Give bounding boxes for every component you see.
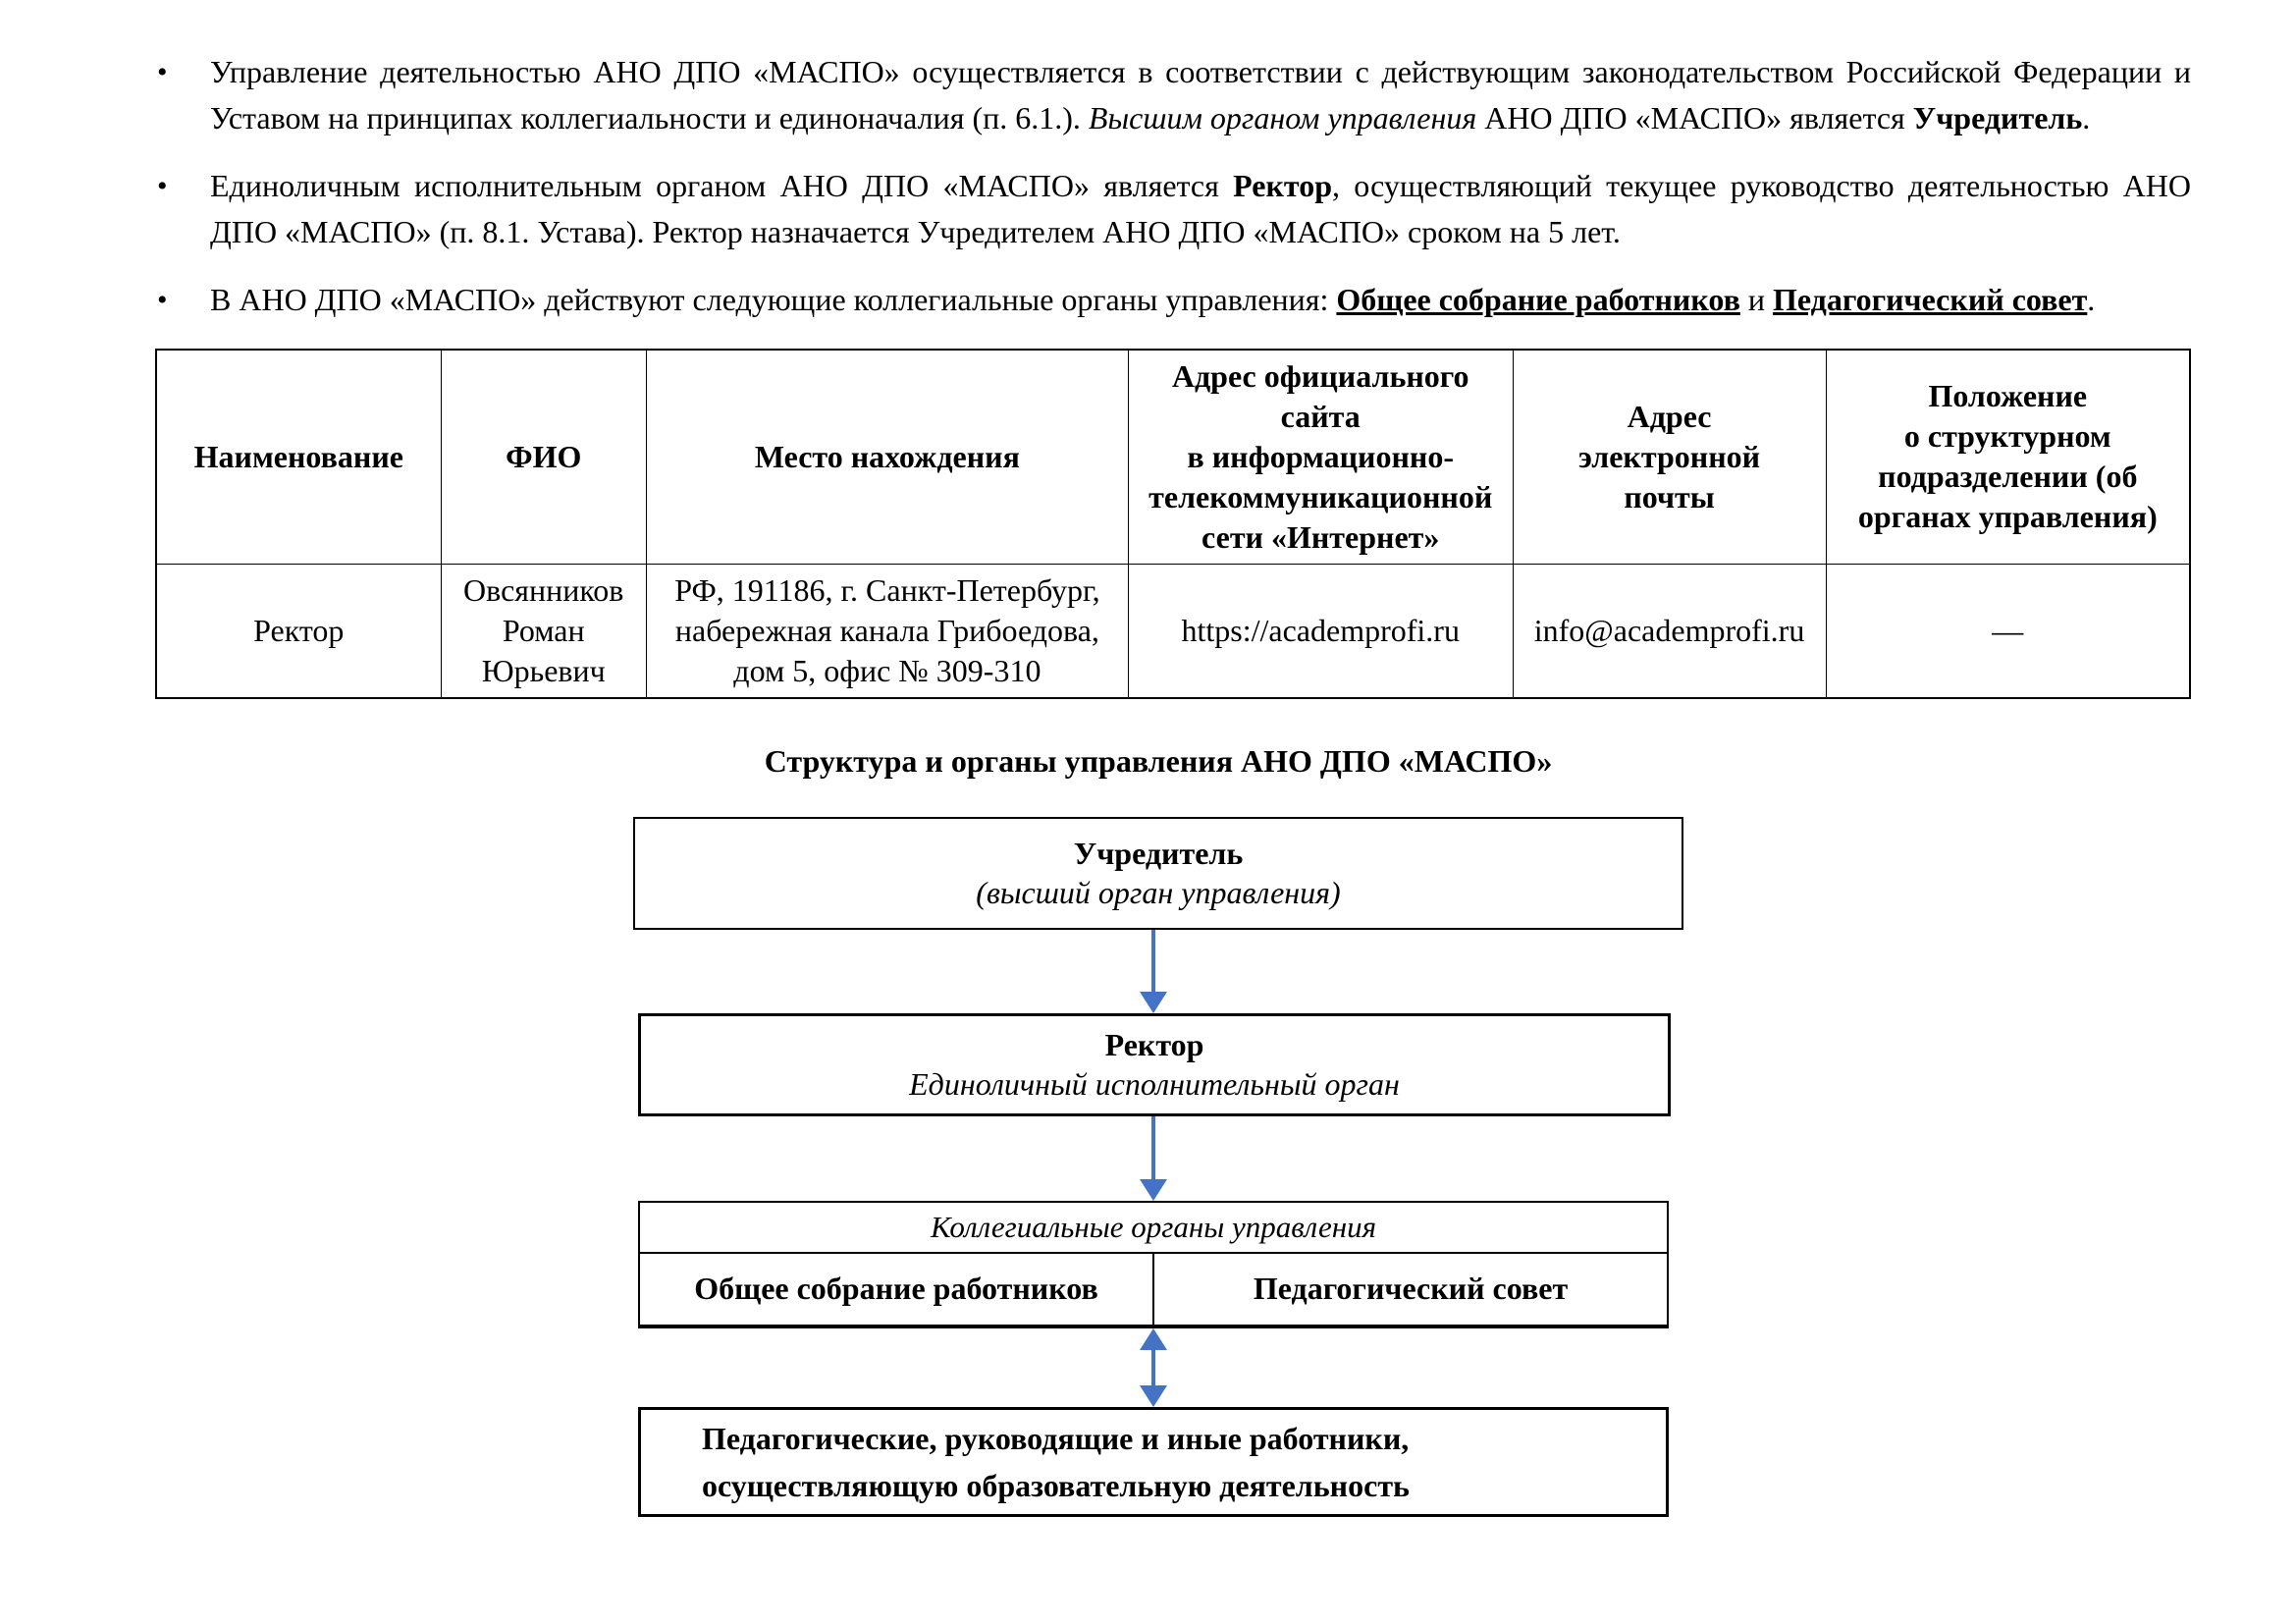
bullet-text-collegial: В АНО ДПО «МАСПО» действуют следующие ко… [210, 277, 2191, 323]
bullet-list: • Управление деятельностью АНО ДПО «МАСП… [155, 49, 2191, 323]
arrow-head-down-icon [1140, 1384, 1167, 1407]
table-header-fio: ФИО [440, 349, 647, 565]
text-segment: Управление деятельностью АНО ДПО «МАСПО»… [210, 54, 2191, 135]
cell-fio: Овсянников Роман Юрьевич [440, 563, 647, 699]
text-segment: . [2082, 100, 2091, 135]
rector-subtitle: Единоличный исполнительный орган [909, 1066, 1400, 1103]
bullet-text-management: Управление деятельностью АНО ДПО «МАСПО»… [210, 49, 2191, 141]
text-segment: Единоличным исполнительным органом АНО Д… [210, 168, 1234, 203]
collegial-box: Коллегиальные органы управления Общее со… [638, 1200, 1669, 1328]
management-table: Наименование ФИО Место нахождения Адрес … [155, 349, 2191, 699]
cell-location: РФ, 191186, г. Санкт-Петербург, набережн… [645, 563, 1129, 699]
cell-site-url: https://academprofi.ru [1127, 563, 1514, 699]
bullet-icon: • [157, 284, 168, 316]
arrow-shaft [1151, 1349, 1155, 1385]
text-segment: . [2087, 282, 2096, 317]
text-segment-bold-underline: Педагогический совет [1772, 282, 2088, 317]
arrow-head-down-icon [1140, 1178, 1167, 1201]
staff-box: Педагогические, руководящие и иные работ… [638, 1406, 1669, 1517]
diagram-title: Структура и органы управления АНО ДПО «М… [764, 742, 1553, 779]
table-header-site: Адрес официального сайта в информационно… [1127, 349, 1514, 565]
table-row-rector: Ректор Овсянников Роман Юрьевич РФ, 1911… [155, 563, 2191, 699]
org-structure-diagram: Структура и органы управления АНО ДПО «М… [0, 738, 2296, 1517]
bullet-text-rector: Единоличным исполнительным органом АНО Д… [210, 163, 2191, 255]
text-segment-bold-underline: Общее собрание работников [1336, 282, 1740, 317]
collegial-cell-general-meeting: Общее собрание работников [694, 1271, 1098, 1307]
bullet-item-collegial: • В АНО ДПО «МАСПО» действуют следующие … [155, 277, 2191, 323]
founder-box: Учредитель (высший орган управления) [633, 816, 1683, 930]
arrow-down-rector-to-collegial [1139, 1115, 1168, 1201]
arrow-head-down-icon [1140, 991, 1167, 1013]
bullet-item-rector: • Единоличным исполнительным органом АНО… [155, 163, 2191, 255]
staff-text: Педагогические, руководящие и иные работ… [702, 1420, 1410, 1503]
table-header-name: Наименование [155, 349, 442, 565]
table-header-email: Адрес электронной почты [1512, 349, 1827, 565]
cell-email: info@academprofi.ru [1512, 563, 1827, 699]
arrow-shaft [1151, 1115, 1155, 1179]
founder-title: Учредитель [1073, 836, 1244, 872]
text-segment-bold: Учредитель [1912, 100, 2083, 135]
founder-subtitle: (высший орган управления) [976, 875, 1341, 911]
arrow-double-collegial-staff [1139, 1327, 1168, 1407]
rector-box: Ректор Единоличный исполнительный орган [638, 1012, 1671, 1116]
text-segment: АНО ДПО «МАСПО» является [1476, 100, 1913, 135]
arrow-shaft [1151, 929, 1155, 992]
bullet-icon: • [157, 170, 168, 202]
text-segment: , осуществляющий текущее руководство дея… [210, 168, 2192, 249]
text-segment-bold: Ректор [1233, 168, 1332, 203]
bullet-item-management: • Управление деятельностью АНО ДПО «МАСП… [155, 49, 2191, 141]
table-header-row: Наименование ФИО Место нахождения Адрес … [155, 349, 2191, 565]
text-segment: и [1739, 282, 1773, 317]
table-header-regulation: Положение о структурном подразделении (о… [1825, 349, 2191, 565]
bullet-icon: • [157, 56, 168, 88]
text-segment-italic: Высшим органом управления [1088, 100, 1477, 135]
cell-name: Ректор [155, 563, 442, 699]
rector-title: Ректор [1104, 1027, 1204, 1063]
collegial-header: Коллегиальные органы управления [930, 1209, 1377, 1244]
arrow-head-up-icon [1140, 1327, 1167, 1350]
document-page: • Управление деятельностью АНО ДПО «МАСП… [0, 0, 2296, 699]
cell-regulation: — [1825, 563, 2191, 699]
collegial-cell-pedagogical-council: Педагогический совет [1152, 1253, 1667, 1325]
arrow-down-founder-to-rector [1139, 929, 1168, 1013]
table-header-location: Место нахождения [645, 349, 1129, 565]
text-segment: В АНО ДПО «МАСПО» действуют следующие ко… [210, 282, 1337, 317]
collegial-cells: Общее собрание работников Педагогический… [640, 1251, 1667, 1325]
